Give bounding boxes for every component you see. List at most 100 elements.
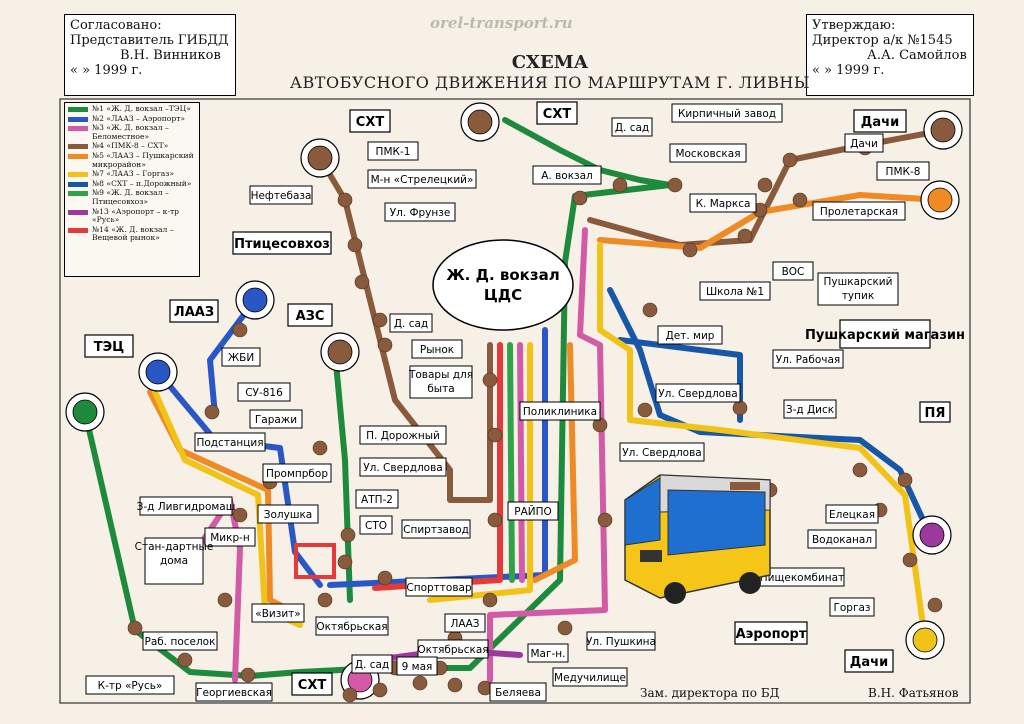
terminal-label: СХТ	[291, 672, 333, 696]
stop-label-box	[444, 613, 486, 633]
stop-label-text: Ул. Свердлова	[658, 388, 737, 400]
stop-dot	[792, 192, 808, 208]
legend-label: №13 «Аэропорт – к-тр «Русь»	[92, 206, 180, 225]
stop-label-box	[619, 442, 705, 462]
terminal-label-text: СХТ	[298, 678, 327, 693]
stop-label: Пищекомбинат	[759, 567, 845, 587]
central-station-name: Ж. Д. вокзал	[446, 266, 559, 284]
stop-label-box	[409, 365, 473, 399]
stop-label-box	[359, 515, 393, 535]
stop-label-text: Пролетарская	[820, 206, 898, 218]
terminal-label-box	[839, 319, 931, 349]
stop-label-text: СУ-816	[245, 387, 283, 399]
route-legend: №1 «Ж. Д. вокзал –ТЭЦ»№2 «ЛААЗ – Аэропор…	[64, 102, 200, 277]
legend-swatch	[68, 209, 88, 215]
stop-label: Рынок	[411, 339, 463, 359]
terminal-label-box	[919, 401, 951, 423]
legend-label: №9 «Ж. Д. вокзал – Птицесовхоз»	[92, 188, 169, 206]
stop-label-box	[507, 501, 559, 521]
stop-dot	[637, 402, 653, 418]
stop-label-box	[527, 643, 569, 663]
stop-label-box	[772, 349, 844, 369]
terminal-label-box	[291, 672, 333, 696]
approval-left-line1: Согласовано:	[70, 18, 162, 33]
stop-label: АТП-2	[355, 489, 399, 509]
stop-label-text: Нефтебаза	[251, 190, 312, 202]
route-line	[197, 497, 243, 683]
terminal-label: СХТ	[349, 109, 391, 133]
stop-label-text: ПМК-1	[376, 146, 411, 158]
stop-label: Кирпичный завод	[671, 103, 783, 123]
stop-label-box	[532, 165, 602, 185]
stop-label-text: Беляева	[495, 687, 541, 699]
stop-label-text: Георгиевская	[196, 687, 272, 699]
page-subtitle: АВТОБУСНОГО ДВИЖЕНИЯ ПО МАРШРУТАМ Г. ЛИВ…	[289, 73, 811, 92]
terminal-dot	[145, 359, 171, 385]
stop-label: Д. сад	[389, 313, 433, 333]
stop-label-box	[586, 631, 656, 651]
stop-label-text: Пищекомбинат	[760, 572, 844, 584]
route-line	[332, 349, 353, 603]
stop-label-text: Ул. Свердлова	[363, 462, 442, 474]
stop-label-text: ЛААЗ	[451, 618, 480, 630]
stop-label-box	[142, 631, 218, 651]
stop-label-box	[655, 383, 741, 403]
stop-dot	[347, 237, 363, 253]
stop-label-text: Гаражи	[255, 414, 297, 426]
stop-dot	[342, 687, 358, 703]
stop-label-box	[367, 141, 419, 161]
stop-label-box	[359, 425, 447, 445]
terminal-label-text: Пушкарский магазин	[805, 328, 965, 343]
stop-label: Промпрбор	[262, 463, 332, 483]
stop-label-box	[401, 519, 471, 539]
stop-dot	[897, 472, 913, 488]
stop-label: ЛААЗ	[444, 613, 486, 633]
route-line	[427, 342, 533, 603]
stop-label: А. вокзал	[532, 165, 602, 185]
stop-markers	[127, 140, 943, 703]
legend-item: №2 «ЛААЗ – Аэропорт»	[68, 114, 196, 124]
stop-label: ПМК-8	[876, 161, 930, 181]
route-line	[607, 287, 933, 538]
site-watermark: orel-transport.ru	[430, 14, 573, 32]
stop-label-text: Дачи	[850, 138, 878, 150]
legend-list: №1 «Ж. Д. вокзал –ТЭЦ»№2 «ЛААЗ – Аэропор…	[68, 104, 196, 243]
stop-dot	[354, 274, 370, 290]
stop-label-text: Промпрбор	[266, 468, 328, 480]
terminal-label-text: АЗС	[296, 309, 325, 324]
legend-label: №3 «Ж. Д. вокзал – Беломестное»	[92, 123, 169, 141]
stop-label-box	[204, 527, 256, 547]
stop-label-text: Ул. Свердлова	[622, 447, 701, 459]
stop-dot	[372, 312, 388, 328]
stop-label-box	[355, 489, 399, 509]
stop-label-text: Микр-н	[210, 532, 250, 544]
stop-label-box	[671, 103, 783, 123]
stop-label-box	[221, 347, 261, 367]
stop-label-text: Золушка	[264, 509, 312, 521]
stop-label: Водоканал	[807, 529, 877, 549]
stop-label-text: П. Дорожный	[366, 430, 440, 442]
terminal-label: ТЭЦ	[84, 334, 134, 358]
terminal-dot	[919, 522, 945, 548]
stop-dot	[412, 675, 428, 691]
stop-label-text: Школа №1	[706, 286, 764, 298]
stop-label: Д. сад	[351, 654, 393, 674]
legend-item: №5 «ЛААЗ – Пушкарский микрорайон»	[68, 151, 196, 169]
stop-label-box	[807, 529, 877, 549]
legend-swatch	[68, 153, 88, 159]
terminal-label: ПЯ	[919, 401, 951, 423]
terminal-dot	[327, 339, 353, 365]
page-title: СХЕМА	[511, 52, 589, 73]
stop-label: Маг-н.	[527, 643, 569, 663]
stop-dot	[757, 177, 773, 193]
stop-label-box	[611, 117, 653, 137]
terminal-label-box	[232, 231, 332, 255]
bus-illustration-icon	[624, 474, 771, 604]
stop-dot	[217, 592, 233, 608]
stop-label-box	[249, 409, 303, 429]
stop-label-box	[237, 382, 291, 402]
legend-swatch	[68, 227, 88, 233]
route-loop	[294, 543, 336, 579]
